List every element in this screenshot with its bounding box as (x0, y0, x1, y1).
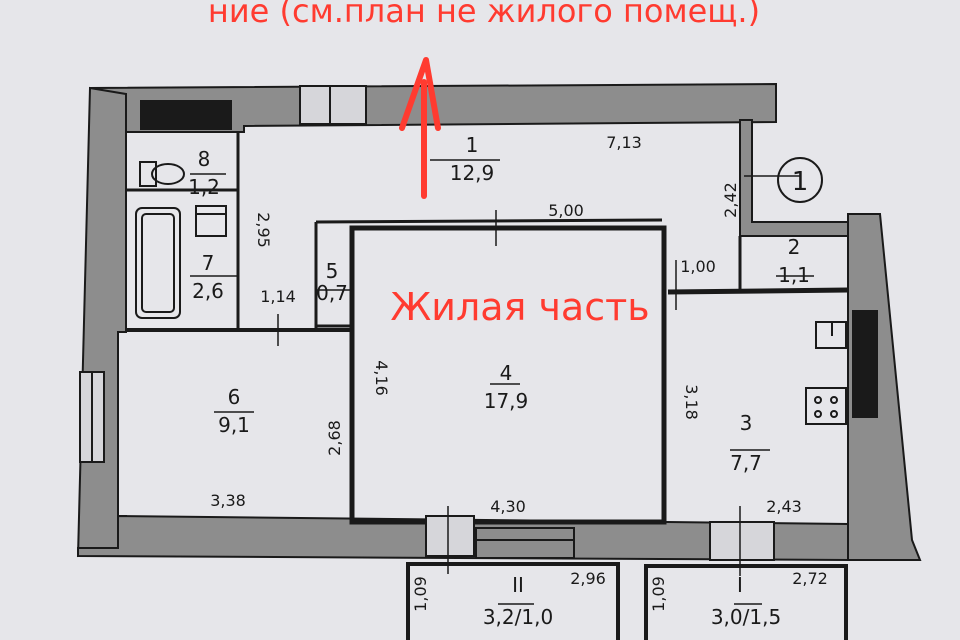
room-number-r5: 5 (326, 259, 339, 283)
dimension-d713: 7,13 (606, 133, 642, 152)
room-area-r6: 9,1 (218, 413, 250, 437)
room-number-r6: 6 (228, 385, 241, 409)
room-area-r8: 1,2 (188, 175, 220, 199)
room-area-r7: 2,6 (192, 279, 224, 303)
dimension-d295: 2,95 (254, 212, 273, 248)
room-number-r2: 2 (788, 235, 801, 259)
room-labels: 112,921,137,7417,950,769,172,681,2II3,2/… (188, 133, 828, 629)
balcony-depth-b2: 1,09 (411, 576, 430, 612)
sink-icon (195, 205, 227, 237)
right-wall (847, 213, 922, 561)
room-number-r4: 4 (500, 361, 513, 385)
room-number-r3: 3 (740, 411, 753, 435)
zone-label: Жилая часть (390, 285, 649, 329)
kitchen-sink-icon (815, 321, 847, 349)
room-area-r4: 17,9 (484, 389, 529, 413)
dimension-d242: 2,42 (721, 182, 740, 218)
balcony-area-b2: 3,2/1,0 (483, 605, 553, 629)
dimension-d430: 4,30 (490, 497, 526, 516)
balcony-width-b1: 2,72 (792, 569, 828, 588)
windows (79, 85, 775, 561)
dimension-d416: 4,16 (372, 360, 391, 396)
room-area-r1: 12,9 (450, 161, 495, 185)
balcony-area-b1: 3,0/1,5 (711, 605, 781, 629)
dimension-d338: 3,38 (210, 491, 246, 510)
balcony-number-b2: II (512, 573, 524, 597)
interior-walls (126, 132, 849, 525)
room-number-r1: 1 (466, 133, 479, 157)
balcony-width-b2: 2,96 (570, 569, 606, 588)
balcony-door (475, 527, 575, 559)
dimension-d318: 3,18 (682, 384, 701, 420)
up-arrow-icon (399, 57, 441, 199)
balcony-outlines (406, 562, 848, 640)
toilet-icon (139, 161, 185, 187)
vent-grille-right (852, 310, 878, 418)
dimension-d268: 2,68 (325, 420, 344, 456)
balcony-ii-outline (406, 562, 620, 640)
room-area-r3: 7,7 (730, 451, 762, 475)
room-number-r7: 7 (202, 251, 215, 275)
dimension-labels: 7,13 5,00 2,42 1,00 2,95 1,14 4,16 2,68 3,18 3,38… (210, 133, 802, 516)
bathtub-icon (135, 207, 181, 319)
stove-icon (805, 387, 847, 425)
balcony-number-b1: I (737, 573, 743, 597)
dimension-d114: 1,14 (260, 287, 296, 306)
header-annotation: ние (см.план не жилого помещ.) (208, 0, 760, 30)
dimension-d500: 5,00 (548, 201, 584, 220)
section-mark-label: 1 (792, 167, 809, 197)
room-area-r5: 0,7 (316, 281, 348, 305)
dimension-d243: 2,43 (766, 497, 802, 516)
section-mark: 1 (777, 157, 823, 203)
vent-grille-top (140, 100, 232, 130)
balcony-depth-b1: 1,09 (649, 576, 668, 612)
dimension-d100: 1,00 (680, 257, 716, 276)
room-number-r8: 8 (198, 147, 211, 171)
room-area-r2: 1,1 (778, 263, 810, 287)
dimension-lines (190, 159, 814, 605)
balcony-i-outline (644, 564, 848, 640)
